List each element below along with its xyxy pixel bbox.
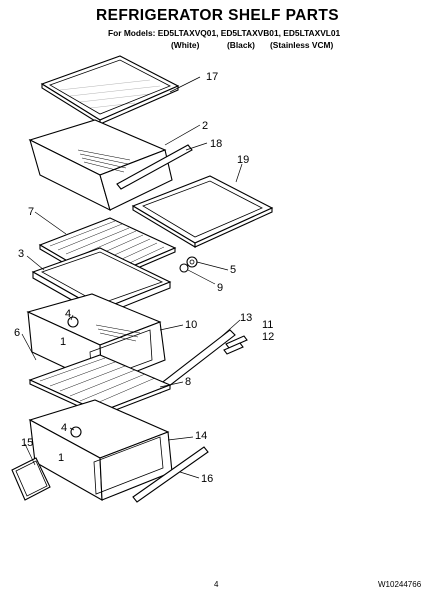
callout-17: 17 <box>206 71 218 83</box>
page-number: 4 <box>214 580 219 589</box>
rail-16 <box>132 446 209 503</box>
callout-8: 8 <box>185 376 191 388</box>
rail-18 <box>116 144 193 190</box>
leader-lines <box>21 76 243 479</box>
callout-18: 18 <box>210 138 222 150</box>
document-number: W10244766 <box>378 580 422 589</box>
callout-4-lower: 4 <box>61 422 67 434</box>
callout-1-upper: 1 <box>60 336 66 348</box>
callout-11: 11 <box>262 319 273 331</box>
callout-14: 14 <box>195 430 207 442</box>
callout-6: 6 <box>14 327 20 339</box>
callout-15: 15 <box>21 437 33 449</box>
callout-19: 19 <box>237 154 249 166</box>
callout-1-lower: 1 <box>58 452 64 464</box>
page-title: REFRIGERATOR SHELF PARTS <box>96 7 339 24</box>
callout-16: 16 <box>201 473 213 485</box>
variant-stainless: (Stainless VCM) <box>270 40 334 50</box>
callout-2: 2 <box>202 120 208 132</box>
callout-10: 10 <box>185 319 197 331</box>
variant-black: (Black) <box>227 40 255 50</box>
callout-5: 5 <box>230 264 236 276</box>
variant-white: (White) <box>171 40 200 50</box>
model-list: For Models: ED5LTAXVQ01, ED5LTAXVB01, ED… <box>108 28 341 38</box>
callout-13: 13 <box>240 312 252 324</box>
label-15 <box>11 457 51 501</box>
glass-shelf-17 <box>40 55 180 125</box>
callout-3: 3 <box>18 248 24 260</box>
clip-11-12 <box>223 335 248 355</box>
callout-12: 12 <box>262 331 274 343</box>
glass-shelf-19 <box>131 175 274 248</box>
callout-4-upper: 4 <box>65 308 71 320</box>
callout-7: 7 <box>28 206 34 218</box>
bracket-5 <box>179 256 198 273</box>
callout-9: 9 <box>217 282 223 294</box>
callout-labels: 17 2 18 19 7 3 5 9 4 1 10 13 11 12 6 8 4… <box>14 71 274 485</box>
